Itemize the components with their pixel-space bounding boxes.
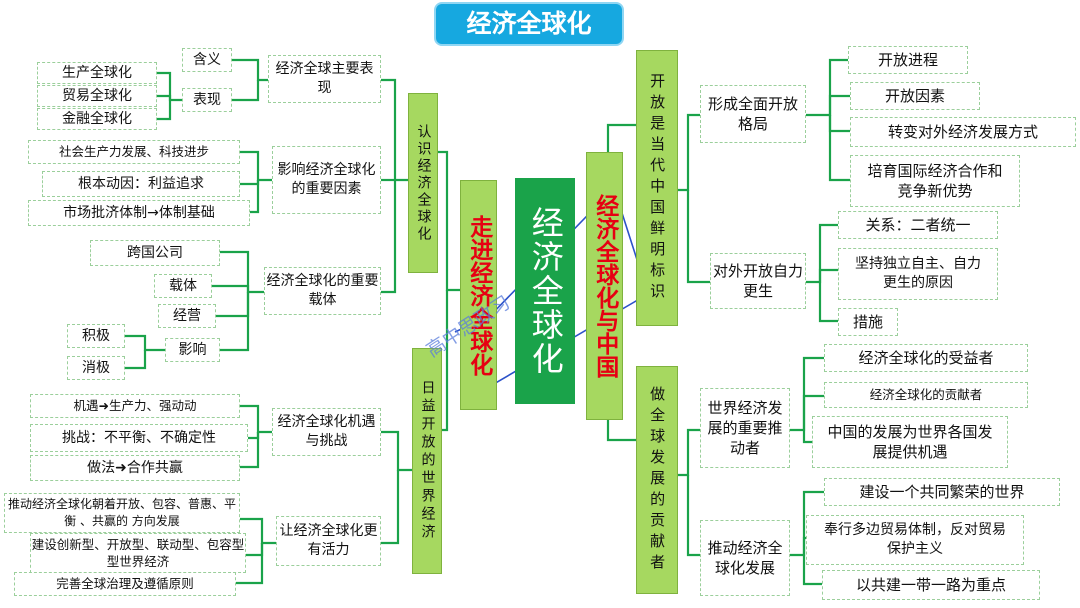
center-node: 经济全球化 (515, 178, 575, 404)
zaiti-leaf: 载体 (154, 274, 212, 298)
list-item: 中国的发展为世界各国发展提供机遇 (812, 416, 1008, 468)
fazhan-node: 推动经济全球化发展 (700, 520, 790, 596)
kaifang-node: 开放是当代中国鲜明标识 (636, 50, 678, 326)
gongxian-label: 做全球发展的贡献者 (648, 385, 667, 575)
left-branch-label: 走进经济全球化 (465, 214, 492, 376)
list-item: 以共建一带一路为重点 (822, 570, 1040, 600)
kaifang-label: 开放是当代中国鲜明标识 (648, 72, 667, 304)
list-item: 推动经济全球化朝着开放、包容、普惠、平衡 、共赢的 方向发展 (4, 493, 240, 533)
list-item: 建设一个共同繁荣的世界 (824, 478, 1060, 506)
list-item: 完善全球治理及遵循原则 (14, 572, 236, 596)
hanyi-leaf: 含义 (182, 48, 232, 72)
geju-node: 形成全面开放格局 (700, 85, 806, 143)
biaoxian-node: 经济全球主要表现 (268, 55, 381, 103)
jiji-leaf: 积极 (67, 324, 125, 348)
list-item: 贸易全球化 (37, 85, 157, 107)
rikai-node: 日益开放的世界经济 (412, 348, 442, 574)
list-item: 奉行多边贸易体制，反对贸易保护主义 (806, 515, 1024, 565)
left-branch-node: 走进经济全球化 (460, 180, 497, 410)
list-item: 建设创新型、开放型、联动型、包容型型世界经济 (30, 533, 246, 573)
yinsu-node: 影响经济全球化的重要因素 (272, 146, 381, 214)
list-item: 机遇➜生产力、强动动 (30, 394, 240, 418)
rikai-label: 日益开放的世界经济 (419, 380, 436, 542)
huoli-node: 让经济全球化更有活力 (276, 516, 381, 566)
list-item: 措施 (838, 308, 898, 336)
renshi-label: 认识经济全球化 (415, 123, 432, 243)
zili-node: 对外开放自力更生 (710, 253, 806, 309)
jiyu-node: 经济全球化机遇与挑战 (272, 408, 381, 456)
biaoxian-leaf: 表现 (182, 88, 232, 112)
jingying-leaf: 经营 (158, 304, 216, 328)
right-branch-node: 经济全球化与中国 (586, 152, 623, 420)
list-item: 经济全球化的贡献者 (824, 382, 1028, 408)
list-item: 坚持独立自主、自力更生的原因 (838, 248, 998, 300)
kuaguo-leaf: 跨国公司 (90, 240, 220, 266)
list-item: 社会生产力发展、科技进步 (28, 140, 240, 164)
zaiti-node: 经济全球化的重要载体 (264, 267, 381, 315)
page-title: 经济全球化 (434, 2, 624, 46)
renshi-node: 认识经济全球化 (408, 93, 438, 273)
list-item: 开放进程 (848, 46, 968, 74)
list-item: 转变对外经济发展方式 (850, 117, 1076, 147)
yingxiang-leaf: 影响 (165, 338, 220, 362)
list-item: 根本动因：利益追求 (42, 171, 240, 197)
list-item: 培育国际经济合作和竞争新优势 (850, 155, 1020, 207)
tuidong-node: 世界经济发展的重要推动者 (700, 388, 790, 468)
gongxian-node: 做全球发展的贡献者 (636, 366, 678, 594)
xiaoji-leaf: 消极 (67, 356, 125, 380)
list-item: 做法➜合作共赢 (30, 455, 240, 481)
list-item: 经济全球化的受益者 (824, 344, 1028, 372)
list-item: 生产全球化 (37, 62, 157, 84)
list-item: 金融全球化 (37, 108, 157, 130)
list-item: 开放因素 (850, 82, 980, 110)
list-item: 关系：二者统一 (838, 211, 998, 239)
center-label: 经济全球化 (526, 206, 565, 376)
right-branch-label: 经济全球化与中国 (591, 194, 618, 378)
list-item: 市场批济体制→体制基础 (28, 200, 250, 226)
list-item: 挑战：不平衡、不确定性 (30, 424, 248, 452)
